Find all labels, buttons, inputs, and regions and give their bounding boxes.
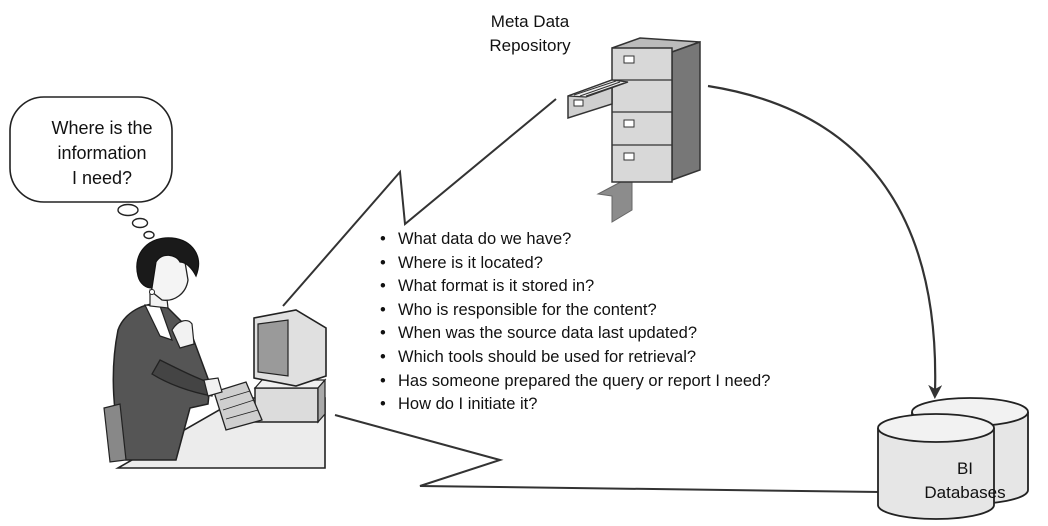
- database-label-line1: BI: [956, 459, 974, 478]
- question-item: Which tools should be used for retrieval…: [380, 346, 770, 370]
- database-cylinder-icon: [877, 397, 1029, 520]
- thought-line1: Where is the: [51, 118, 153, 138]
- thought-line3: I need?: [71, 168, 133, 188]
- curved-arrow-icon: [707, 84, 943, 399]
- repository-title: Meta Data Repository: [455, 10, 605, 58]
- question-item: What data do we have?: [380, 228, 770, 252]
- user-at-computer-icon: [103, 237, 327, 469]
- thought-bubble-text: Where is the information I need?: [22, 116, 182, 191]
- question-item: Who is responsible for the content?: [380, 299, 770, 323]
- question-item: What format is it stored in?: [380, 275, 770, 299]
- database-label: BI Databases: [900, 457, 1030, 505]
- block-arrow-icon: [596, 175, 633, 223]
- database-label-line2: Databases: [924, 483, 1006, 502]
- question-item: Has someone prepared the query or report…: [380, 370, 770, 394]
- question-item: How do I initiate it?: [380, 393, 770, 417]
- question-item: Where is it located?: [380, 252, 770, 276]
- question-item: When was the source data last updated?: [380, 322, 770, 346]
- thought-bubble-icon: [9, 96, 173, 240]
- question-list: What data do we have? Where is it locate…: [380, 228, 770, 417]
- lightning-bolt-icon: [334, 414, 881, 493]
- file-cabinet-icon: [567, 37, 701, 183]
- repository-title-line2: Repository: [489, 36, 571, 55]
- thought-line2: information: [57, 143, 147, 163]
- lightning-bolt-icon: [282, 98, 557, 307]
- repository-title-line1: Meta Data: [490, 12, 570, 31]
